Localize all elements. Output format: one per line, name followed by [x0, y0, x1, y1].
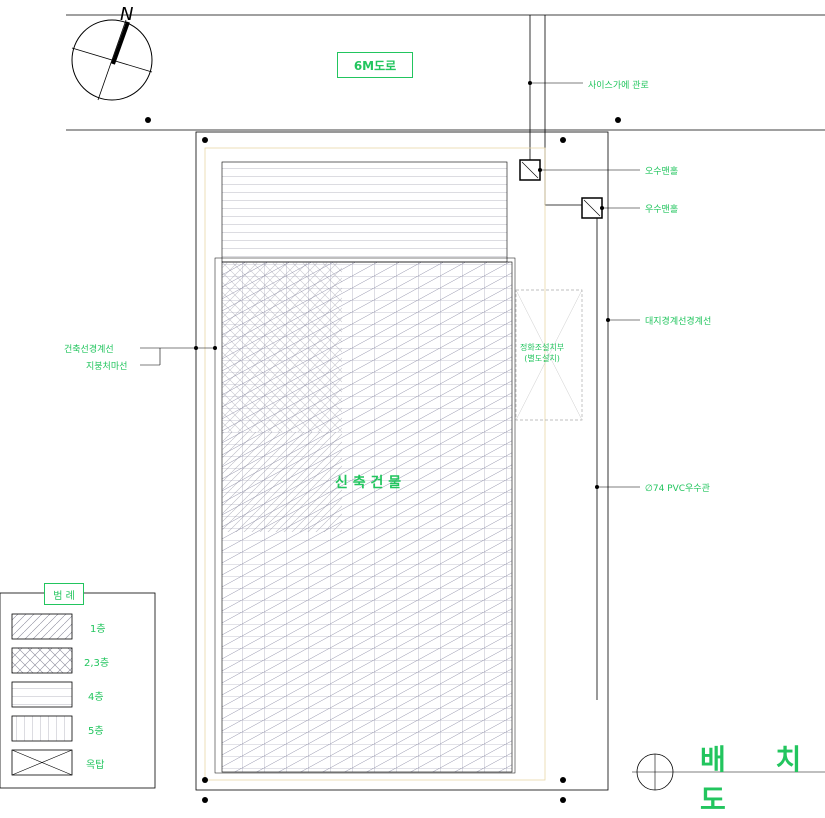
- annotation-top-right-1: 사이스가에 관로: [588, 81, 649, 91]
- road-label: 6M도로: [337, 52, 413, 78]
- north-label: N: [120, 4, 134, 25]
- annotation-building-line: 건축선경계선: [64, 345, 114, 355]
- annotation-lot-boundary: 대지경계선경계선: [645, 317, 712, 327]
- legend-item-label: 1층: [90, 624, 106, 635]
- north-arrow-icon: [71, 19, 153, 101]
- legend-item-label: 4층: [88, 692, 104, 703]
- legend-title: 범 례: [44, 583, 84, 605]
- annotation-roof-eave: 지붕처마선: [86, 362, 128, 372]
- building-label: 신 축 건 물: [335, 475, 402, 491]
- drawing-title: 배 치 도: [700, 743, 822, 816]
- annotation-septic: 정화조설치부 (별도설치): [520, 343, 565, 363]
- manhole-icon: [581, 197, 603, 219]
- legend-item-label: 2,3층: [84, 658, 110, 669]
- annotation-sewage-manhole: 오수맨홀: [645, 167, 679, 177]
- annotation-pvc-pipe: ∅74 PVC우수관: [645, 484, 710, 494]
- legend-item-label: 5층: [88, 726, 104, 737]
- legend-item-label: 옥탑: [86, 760, 105, 771]
- annotation-storm-manhole: 우수맨홀: [645, 205, 679, 215]
- manhole-icon: [519, 159, 541, 181]
